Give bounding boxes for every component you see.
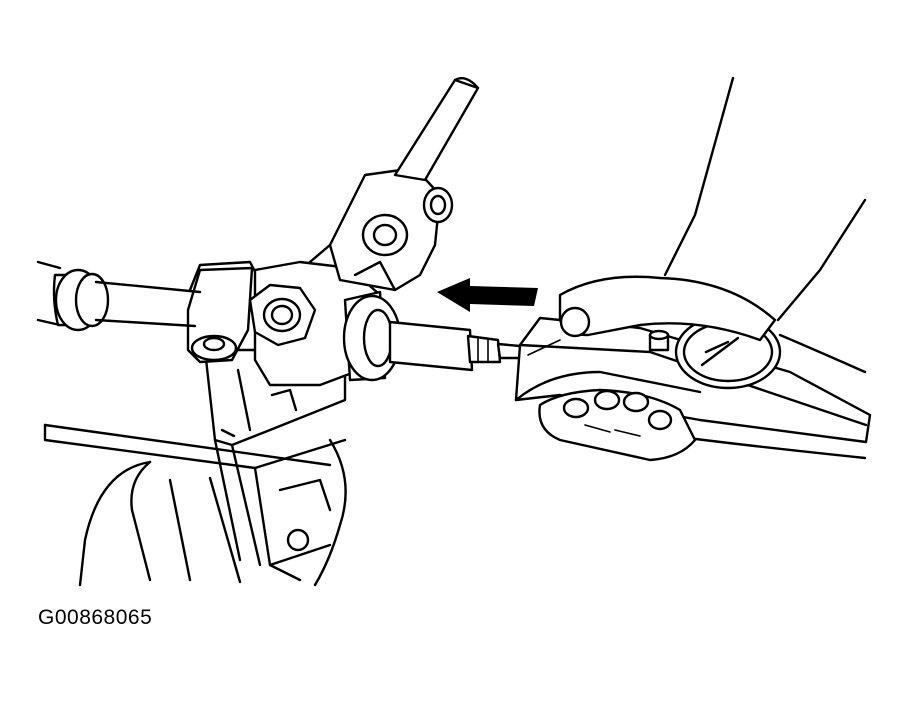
input-shaft xyxy=(393,77,480,182)
direction-arrow-icon xyxy=(437,278,538,312)
upper-hand xyxy=(558,76,867,374)
lower-hand xyxy=(538,388,697,462)
tie-rod xyxy=(388,320,522,372)
vise-base xyxy=(43,423,347,587)
end-cap xyxy=(342,290,402,382)
hex-nut xyxy=(248,283,317,347)
figure-code: G00868065 xyxy=(38,606,153,629)
rack-housing xyxy=(36,260,202,332)
